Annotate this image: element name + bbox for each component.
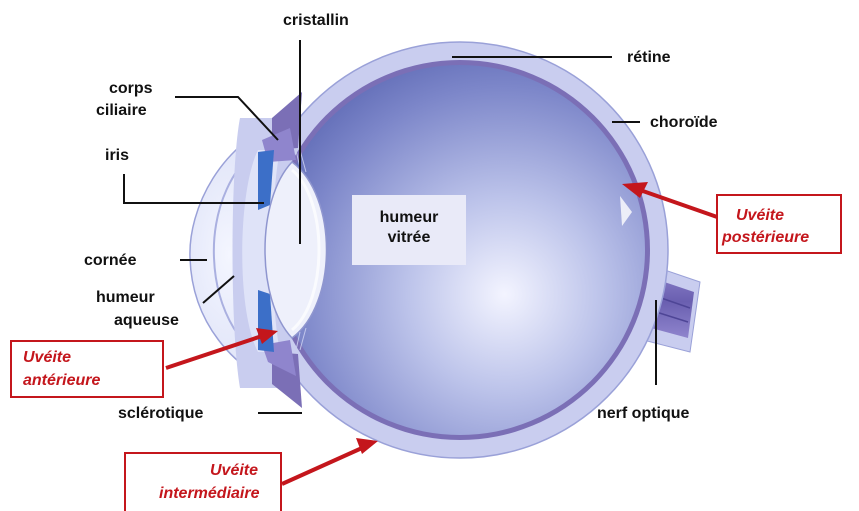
- label-humeur: humeur: [96, 288, 155, 308]
- callout-intermediaire-line2: intermédiaire: [159, 484, 259, 503]
- callout-posterieure-line2: postérieure: [722, 228, 809, 247]
- callout-anterieure-line2: antérieure: [23, 371, 100, 390]
- callout-intermediaire-line1: Uvéite: [210, 461, 258, 480]
- label-humeur-vitree: humeur vitrée: [352, 195, 466, 265]
- label-iris: iris: [105, 146, 129, 166]
- label-cristallin: cristallin: [283, 11, 349, 31]
- label-aqueuse: aqueuse: [114, 311, 179, 331]
- label-nerf-optique: nerf optique: [597, 404, 689, 424]
- label-humeur-vitree-line2: vitrée: [352, 228, 466, 248]
- label-humeur-vitree-line1: humeur: [352, 208, 466, 228]
- callout-anterieure-line1: Uvéite: [23, 348, 71, 367]
- label-cornee: cornée: [84, 251, 136, 271]
- label-ciliaire: ciliaire: [96, 101, 147, 121]
- label-sclerotique: sclérotique: [118, 404, 203, 424]
- callout-posterieure-line1: Uvéite: [736, 206, 784, 225]
- label-retine: rétine: [627, 48, 671, 68]
- label-corps: corps: [109, 79, 153, 99]
- label-choroide: choroïde: [650, 113, 718, 133]
